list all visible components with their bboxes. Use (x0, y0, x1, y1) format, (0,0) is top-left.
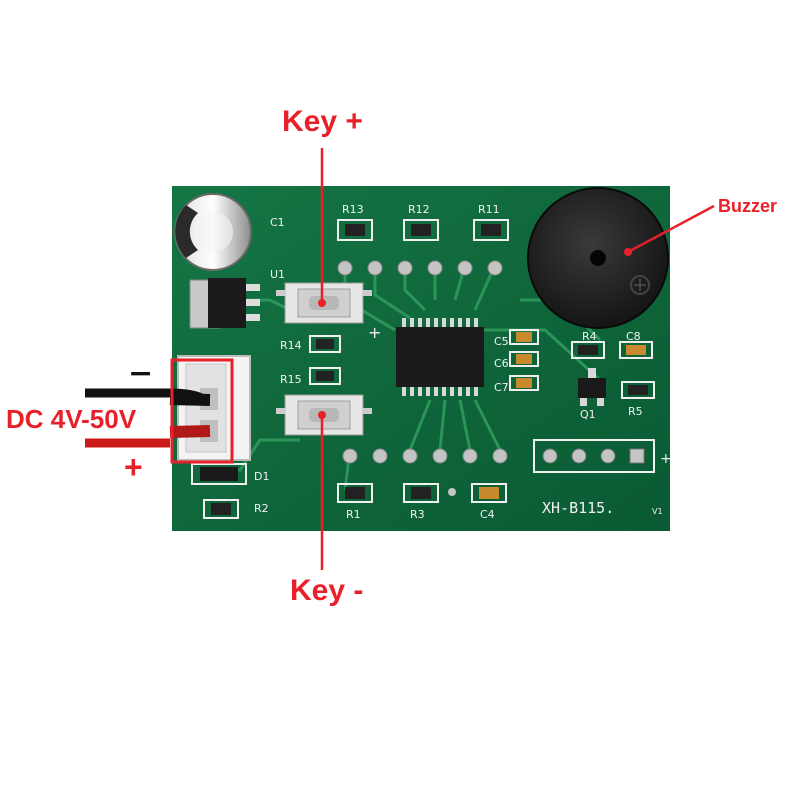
label-u1-plus: + (368, 323, 381, 342)
label-r3: R3 (410, 508, 425, 521)
callout-key-plus: Key + (282, 105, 363, 138)
label-q1: Q1 (580, 408, 596, 421)
label-c7: C7 (494, 381, 509, 394)
transistor-q1 (578, 368, 606, 406)
label-r15: R15 (280, 373, 302, 386)
capacitor-c4 (471, 483, 507, 503)
pin-header (533, 439, 655, 473)
regulator-u1 (189, 278, 260, 329)
diode-d1 (191, 463, 247, 485)
label-r13: R13 (342, 203, 364, 216)
label-r4: R4 (582, 330, 597, 343)
label-r5: R5 (628, 405, 643, 418)
label-c4: C4 (480, 508, 495, 521)
pointer-dot-buzzer (624, 248, 632, 256)
label-d1: D1 (254, 470, 269, 483)
label-c5: C5 (494, 335, 509, 348)
callout-buzzer: Buzzer (718, 196, 777, 216)
top-pin-row (337, 260, 503, 276)
label-r14: R14 (280, 339, 302, 352)
model-label: XH-B115. (542, 499, 614, 517)
resistor-r3 (403, 483, 439, 503)
label-c6: C6 (494, 357, 509, 370)
resistor-r12 (403, 219, 439, 241)
buzzer-component (527, 187, 669, 329)
label-c8: C8 (626, 330, 641, 343)
polarity-minus: − (128, 356, 153, 391)
pointer-buzzer (627, 204, 715, 254)
pointer-dot-key-minus (318, 411, 326, 419)
capacitor-c1 (174, 193, 252, 271)
wire-black-core (169, 393, 211, 406)
resistor-r11 (473, 219, 509, 241)
polarity-plus: + (124, 449, 143, 485)
resistor-r4 (571, 341, 605, 359)
power-connector (177, 355, 251, 461)
label-r2: R2 (254, 502, 269, 515)
label-c1: C1 (270, 216, 285, 229)
label-u1: U1 (270, 268, 285, 281)
bottom-pin-row (342, 448, 508, 464)
resistor-r5 (621, 381, 655, 399)
label-r12: R12 (408, 203, 430, 216)
wire-highlight-box (170, 358, 234, 464)
capacitors-c5-c7 (509, 329, 539, 391)
resistor-r1 (337, 483, 373, 503)
main-ic (396, 318, 484, 396)
label-header-plus: + (660, 451, 672, 467)
label-r1: R1 (346, 508, 361, 521)
via (448, 488, 456, 496)
resistor-r15 (309, 367, 341, 385)
capacitor-c8 (619, 341, 653, 359)
version-label: V1 (652, 507, 663, 516)
resistor-r14 (309, 335, 341, 353)
label-r11: R11 (478, 203, 500, 216)
callout-power: DC 4V-50V (6, 404, 137, 434)
resistor-r13 (337, 219, 373, 241)
callout-key-minus: Key - (290, 574, 363, 607)
pointer-dot-key-plus (318, 299, 326, 307)
resistor-r2 (203, 499, 239, 519)
wire-red-core (169, 425, 211, 438)
